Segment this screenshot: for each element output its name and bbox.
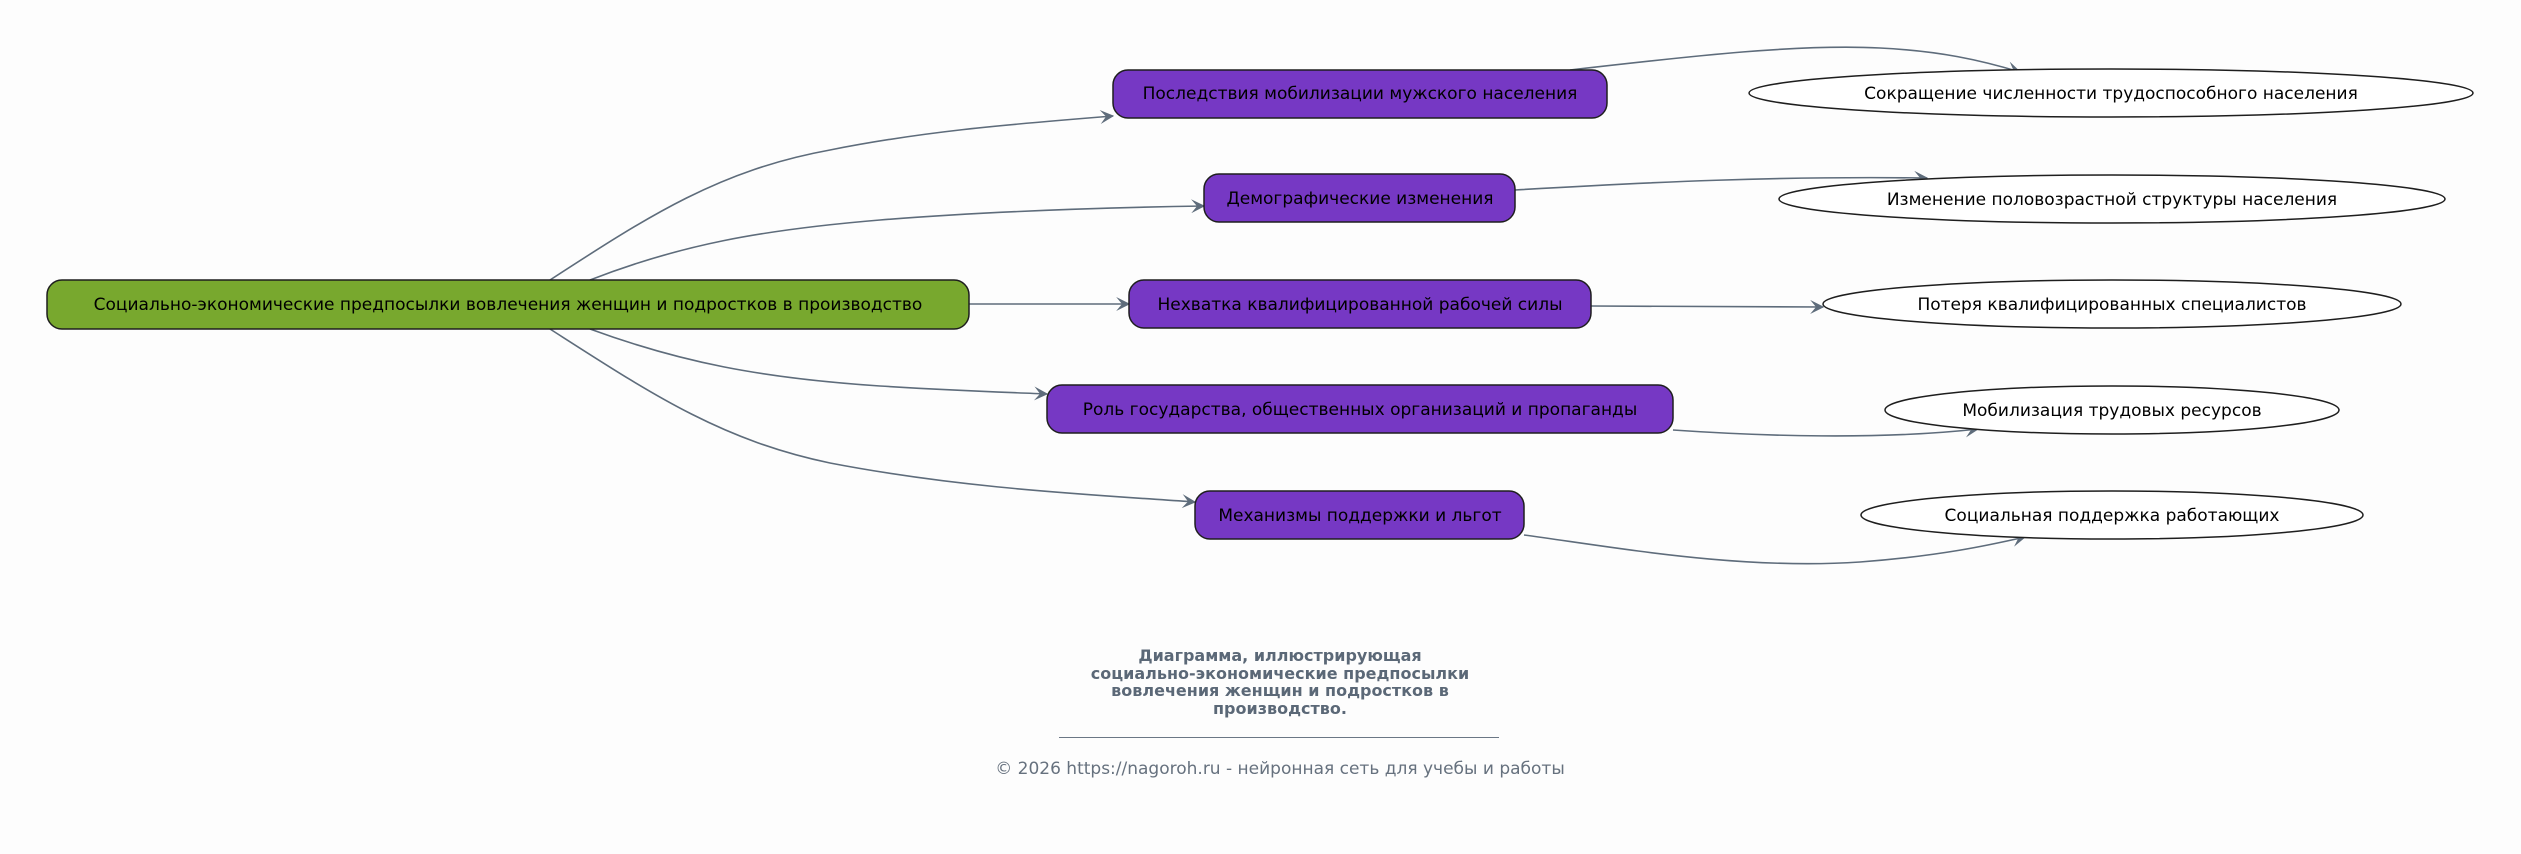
edge-branch-5-outcome xyxy=(1523,533,2027,565)
edge-branch-4-outcome xyxy=(1672,423,1980,438)
outcome-node-4[interactable]: Мобилизация трудовых ресурсов xyxy=(1884,385,2340,435)
edge-root-branch-2 xyxy=(589,199,1206,281)
branch-node-label: Механизмы поддержки и льгот xyxy=(1218,506,1501,526)
branch-node-5[interactable]: Механизмы поддержки и льгот xyxy=(1194,490,1525,540)
branch-node-box xyxy=(1046,384,1674,434)
edge-branch-2-outcome xyxy=(1514,170,1929,191)
branch-node-label: Последствия мобилизации мужского населен… xyxy=(1143,84,1578,104)
diagram-caption: Диаграмма, иллюстрирующая социально-экон… xyxy=(1040,647,1520,717)
branch-node-3[interactable]: Нехватка квалифицированной рабочей силы xyxy=(1128,279,1592,329)
branch-node-label: Нехватка квалифицированной рабочей силы xyxy=(1158,295,1563,315)
caption-separator xyxy=(1059,737,1499,738)
caption-line: вовлечения женщин и подростков в xyxy=(1111,681,1449,701)
caption-line: производство. xyxy=(1213,698,1347,718)
outcome-node-ellipse xyxy=(1822,279,2402,329)
outcome-node-ellipse xyxy=(1884,385,2340,435)
outcome-node-ellipse xyxy=(1860,490,2364,540)
branch-node-box xyxy=(1112,69,1608,119)
outcome-node-1[interactable]: Сокращение численности трудоспособного н… xyxy=(1748,68,2474,118)
branch-node-1[interactable]: Последствия мобилизации мужского населен… xyxy=(1112,69,1608,119)
edge-root-branch-4 xyxy=(589,328,1049,401)
outcome-node-3[interactable]: Потеря квалифицированных специалистов xyxy=(1822,279,2402,329)
branch-node-label: Демографические изменения xyxy=(1226,189,1493,209)
branch-node-box xyxy=(1203,173,1516,223)
edge-branch-1-outcome xyxy=(1569,46,2022,76)
branch-node-box xyxy=(1194,490,1525,540)
caption-line: социально-экономические предпосылки xyxy=(1090,663,1470,683)
edge-root-branch-1 xyxy=(549,110,1115,281)
outcome-node-label: Изменение половозрастной структуры насел… xyxy=(1887,190,2337,210)
outcome-node-5[interactable]: Социальная поддержка работающих xyxy=(1860,490,2364,540)
footer-copyright: © 2026 https://nagoroh.ru - нейронная се… xyxy=(995,759,1565,779)
outcome-node-2[interactable]: Изменение половозрастной структуры насел… xyxy=(1778,174,2446,224)
branch-node-4[interactable]: Роль государства, общественных организац… xyxy=(1046,384,1674,434)
outcome-node-ellipse xyxy=(1748,68,2474,118)
outcome-node-label: Сокращение численности трудоспособного н… xyxy=(1864,84,2358,104)
outcome-node-label: Мобилизация трудовых ресурсов xyxy=(1962,401,2261,421)
root-node-box xyxy=(46,279,970,330)
outcome-node-label: Социальная поддержка работающих xyxy=(1945,506,2280,526)
edge-branch-3-outcome xyxy=(1590,299,1825,314)
edge-root-branch-5 xyxy=(549,328,1197,509)
outcome-node-ellipse xyxy=(1778,174,2446,224)
root-node-label: Социально-экономические предпосылки вовл… xyxy=(94,295,923,315)
branch-node-2[interactable]: Демографические изменения xyxy=(1203,173,1516,223)
outcome-node-label: Потеря квалифицированных специалистов xyxy=(1917,295,2306,315)
root-node[interactable]: Социально-экономические предпосылки вовл… xyxy=(46,279,970,330)
caption-line: Диаграмма, иллюстрирующая xyxy=(1138,646,1422,665)
branch-node-box xyxy=(1128,279,1592,329)
branch-node-label: Роль государства, общественных организац… xyxy=(1083,400,1638,420)
